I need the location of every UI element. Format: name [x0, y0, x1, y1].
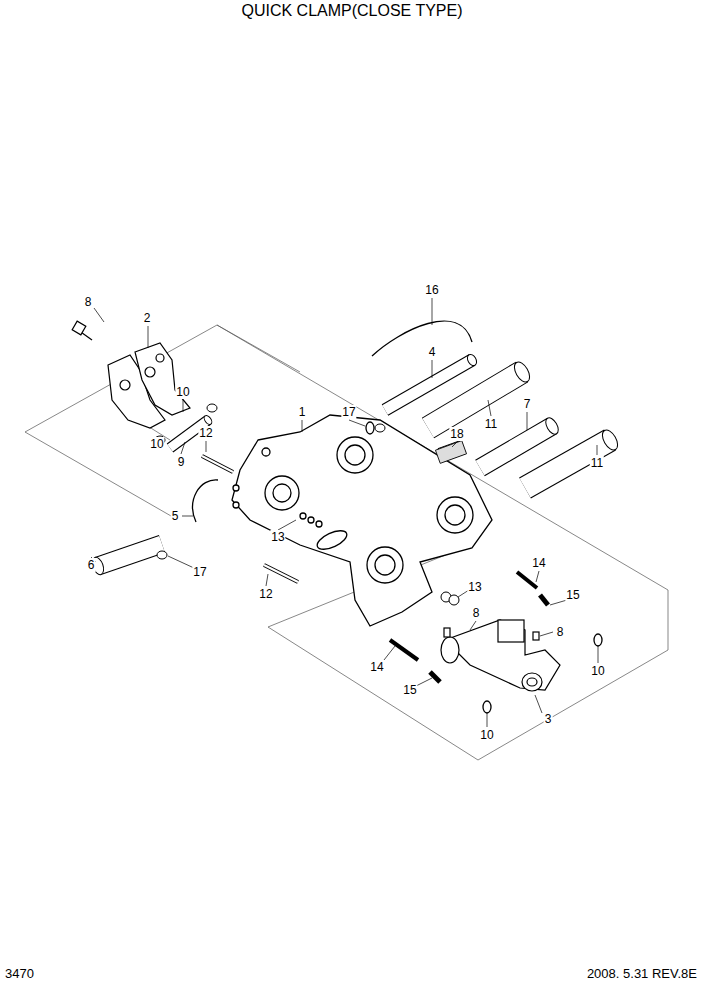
callout-number: 10 [590, 664, 605, 678]
callout-number: 12 [198, 426, 213, 440]
callout-number: 15 [402, 683, 417, 697]
callout-number: 10 [149, 437, 164, 451]
bolts [202, 440, 466, 605]
callout-number: 10 [175, 385, 190, 399]
callout-number: 15 [565, 588, 580, 602]
callout-number: 8 [472, 606, 481, 620]
callout-number: 4 [428, 345, 437, 359]
clamp-body [232, 415, 492, 626]
bracket-plates [72, 321, 190, 428]
callout-number: 8 [84, 295, 93, 309]
callout-number: 14 [531, 556, 546, 570]
leader-lines [91, 298, 598, 727]
pins [90, 353, 620, 576]
decal-plate [435, 441, 466, 464]
callout-number: 11 [484, 417, 498, 431]
callout-number: 5 [171, 509, 180, 523]
callout-number: 12 [258, 587, 273, 601]
callout-number: 18 [449, 427, 464, 441]
callout-number: 6 [87, 558, 96, 572]
callout-number: 14 [369, 660, 384, 674]
callout-number: 3 [544, 712, 553, 726]
callout-number: 17 [341, 405, 356, 419]
callout-number: 7 [523, 397, 532, 411]
page-title: QUICK CLAMP(CLOSE TYPE) [0, 2, 702, 20]
callout-number: 11 [590, 456, 604, 470]
wires [193, 321, 472, 522]
callout-number: 13 [270, 530, 285, 544]
guide-lines [25, 325, 668, 760]
snap-rings [366, 422, 602, 713]
callout-number: 10 [479, 728, 494, 742]
callout-number: 16 [424, 283, 439, 297]
callout-number: 17 [192, 565, 207, 579]
hydraulic-cylinder [390, 572, 560, 691]
callout-number: 2 [143, 311, 152, 325]
page-number: 3470 [4, 966, 35, 981]
callout-number: 9 [177, 455, 186, 469]
callout-number: 8 [556, 625, 565, 639]
callout-number: 1 [298, 405, 307, 419]
revision-date: 2008. 5.31 REV.8E [586, 966, 698, 981]
callout-number: 13 [467, 580, 482, 594]
